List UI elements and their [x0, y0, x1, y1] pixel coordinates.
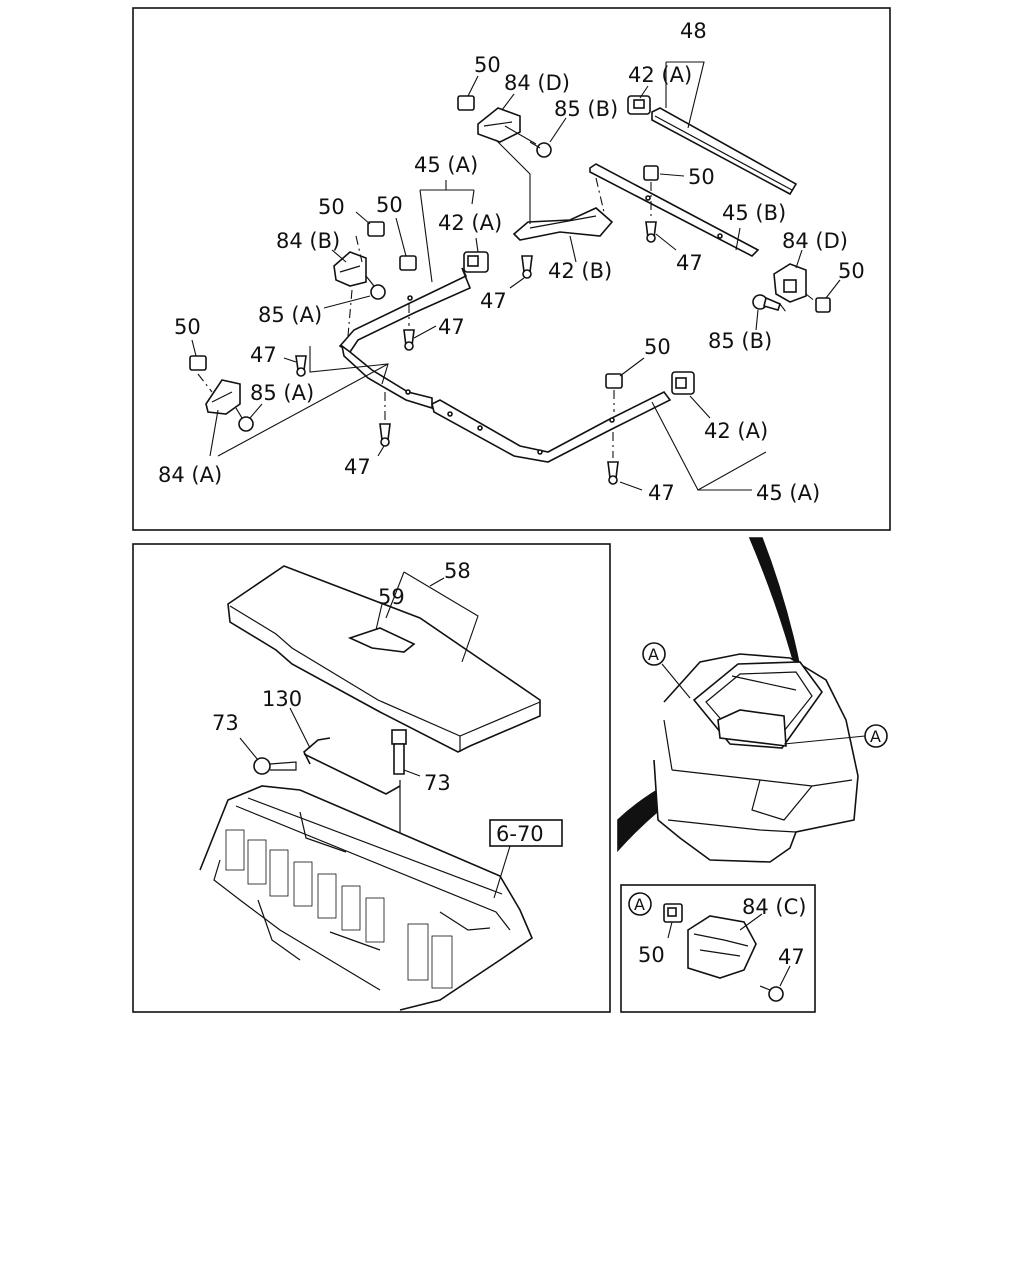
label-42a-top: 42 (A)	[628, 63, 692, 87]
label-45a-lower-right: 45 (A)	[756, 481, 820, 505]
part-50-clip-far-right	[805, 279, 841, 313]
label-47-left: 47	[250, 343, 277, 367]
label-42a-lower-right: 42 (A)	[704, 419, 768, 443]
label-50-lower-right: 50	[644, 335, 671, 359]
detail-callout-a: A	[628, 892, 652, 916]
callout-a-top-label: A	[648, 645, 659, 664]
label-47-lower-right: 47	[648, 481, 675, 505]
part-42b-bracket	[495, 139, 614, 263]
bottom-left-panel: 6-70 58 59 130 73 73	[199, 559, 563, 1011]
part-84d-bracket-top	[477, 93, 521, 143]
label-47-bottom: 47	[344, 455, 371, 479]
label-59: 59	[378, 585, 405, 609]
callout-a-top: A	[642, 642, 691, 699]
part-42a-clip-top	[627, 85, 651, 115]
label-47-mid-2: 47	[480, 289, 507, 313]
bottom-left-panel-frame	[132, 543, 611, 1013]
part-47-screw-right	[645, 221, 677, 251]
ref-6-70-label: 6-70	[496, 822, 544, 846]
label-85a-left: 85 (A)	[250, 381, 314, 405]
label-50-far-right: 50	[838, 259, 865, 283]
label-85a-mid: 85 (A)	[258, 303, 322, 327]
part-42a-clip-lower-right	[671, 371, 711, 419]
label-45a-top: 45 (A)	[414, 153, 478, 177]
detail-part-47	[759, 965, 791, 1002]
part-84a-bracket	[197, 373, 241, 415]
part-84b-bracket	[331, 235, 367, 287]
label-47-mid: 47	[438, 315, 465, 339]
part-47-screw-lower-right	[607, 432, 643, 491]
body-floor-structure	[199, 785, 533, 1011]
part-47-screw-left	[283, 355, 307, 377]
part-130-rod	[289, 707, 401, 795]
top-panel: 48 42 (A) 50 84 (D) 85 (B) 45 (A) 42 (A)…	[158, 19, 865, 505]
part-73-bolt-left	[239, 737, 297, 775]
part-84d-bracket-right	[773, 249, 807, 303]
detail-panel-a: A 84 (C) 50 47	[628, 892, 806, 1002]
label-84d-top: 84 (D)	[504, 71, 570, 95]
detail-label-47: 47	[778, 945, 805, 969]
label-45b: 45 (B)	[722, 201, 786, 225]
label-130: 130	[262, 687, 302, 711]
part-47-screw-mid-2	[403, 304, 437, 351]
label-50-top: 50	[474, 53, 501, 77]
label-50-right: 50	[688, 165, 715, 189]
part-84a-leader	[209, 346, 389, 457]
label-42a-mid: 42 (A)	[438, 211, 502, 235]
part-45a-leader-lower	[651, 401, 767, 491]
part-47-screw-bottom	[377, 392, 391, 457]
vehicle-rear-view: A A	[617, 537, 888, 863]
part-50-clip-right	[643, 165, 685, 220]
part-45a-leader-top	[419, 180, 475, 283]
part-85b-screw-top	[504, 117, 567, 158]
part-42a-clip-mid	[463, 237, 489, 273]
label-58: 58	[444, 559, 471, 583]
part-50-clip-lower-right	[605, 357, 645, 412]
label-73-right: 73	[424, 771, 451, 795]
detail-part-84c	[687, 913, 763, 979]
part-48-weatherstrip	[651, 61, 798, 196]
label-84d-right: 84 (D)	[782, 229, 848, 253]
part-45b-rail	[589, 163, 760, 257]
label-84b: 84 (B)	[276, 229, 340, 253]
part-59-handle	[347, 603, 416, 653]
part-50-clip-mid-right	[395, 217, 417, 271]
label-48: 48	[680, 19, 707, 43]
callout-a-right-label: A	[870, 727, 881, 746]
detail-callout-a-label: A	[634, 895, 645, 914]
label-50-mid-right: 50	[376, 193, 403, 217]
top-panel-frame	[132, 7, 891, 531]
ref-6-70-box: 6-70	[489, 819, 563, 899]
label-85b-right: 85 (B)	[708, 329, 772, 353]
part-50-clip-top	[457, 75, 479, 111]
detail-part-50	[663, 903, 683, 939]
part-47-screw-mid	[509, 255, 533, 289]
part-58-board	[227, 565, 541, 753]
detail-label-50: 50	[638, 943, 665, 967]
label-50-left: 50	[174, 315, 201, 339]
label-85b-top: 85 (B)	[554, 97, 618, 121]
part-50-clip-left	[189, 339, 207, 371]
label-84a: 84 (A)	[158, 463, 222, 487]
label-50-mid-left: 50	[318, 195, 345, 219]
label-73-left: 73	[212, 711, 239, 735]
label-47-right: 47	[676, 251, 703, 275]
part-58-leader	[385, 571, 479, 663]
part-85a-screw-mid	[323, 275, 386, 337]
detail-panel-frame	[620, 884, 816, 1013]
callout-a-right: A	[783, 724, 888, 748]
label-42b: 42 (B)	[548, 259, 612, 283]
part-85b-screw-right	[752, 294, 787, 331]
detail-label-84c: 84 (C)	[742, 895, 806, 919]
part-85a-screw-left	[235, 403, 263, 432]
part-50-clip-mid-left	[355, 211, 385, 237]
